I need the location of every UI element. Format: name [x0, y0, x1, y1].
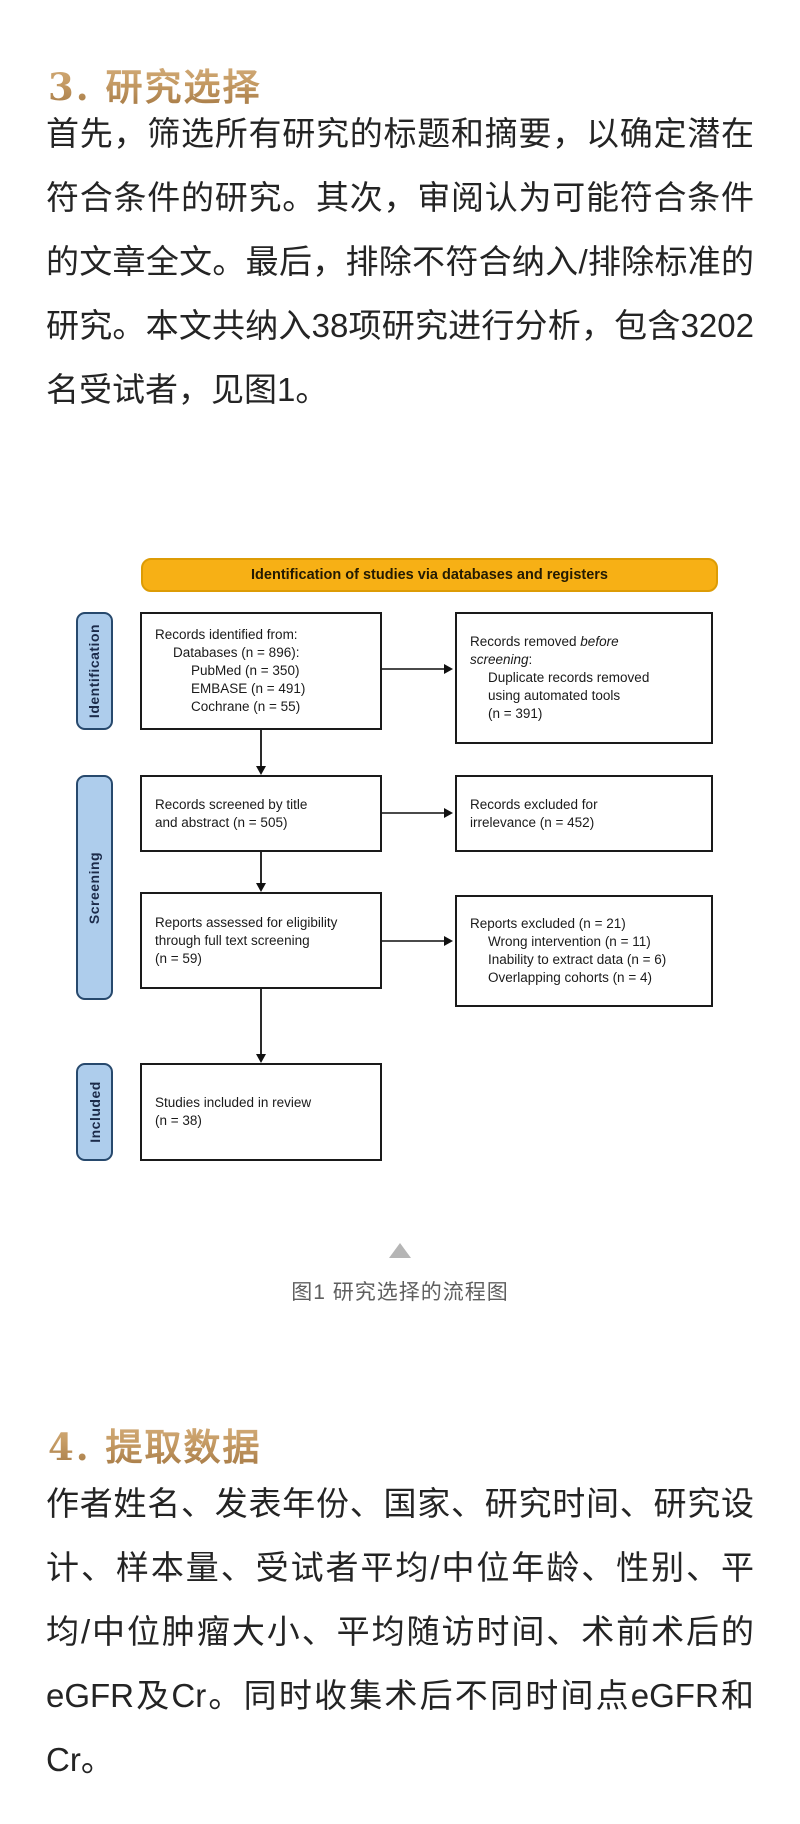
- arrow-down-1-icon: [256, 730, 266, 775]
- box-line: Overlapping cohorts (n = 4): [488, 970, 652, 985]
- box-line: Records identified from:: [155, 627, 298, 642]
- arrow-right-row2-icon: [382, 808, 453, 818]
- box-line: through full text screening: [155, 932, 310, 948]
- box-line-italic: screening: [470, 652, 529, 667]
- box-line: Records excluded for: [470, 796, 598, 812]
- box-line: screening:: [470, 651, 703, 669]
- box-records-screened: Records screened by title and abstract (…: [140, 775, 382, 852]
- stage-label-identification-text: Identification: [86, 623, 103, 719]
- box-line: Cochrane (n = 55): [191, 699, 301, 714]
- stage-label-screening-text: Screening: [86, 851, 103, 924]
- box-records-removed: Records removed before screening: Duplic…: [455, 612, 713, 744]
- box-line-text: :: [528, 652, 533, 667]
- box-line: (n = 391): [488, 706, 543, 721]
- box-line-italic: before: [580, 634, 619, 649]
- box-line: (n = 38): [155, 1113, 202, 1128]
- box-line: PubMed (n = 350): [191, 663, 300, 678]
- box-line: Records removed before: [470, 633, 703, 651]
- triangle-up-icon: [389, 1243, 411, 1258]
- box-line: Records screened by title: [155, 796, 308, 812]
- box-line: irrelevance (n = 452): [470, 814, 595, 830]
- box-line: (n = 59): [155, 950, 202, 966]
- box-line: Wrong intervention (n = 11): [488, 934, 651, 949]
- section-4-heading: 4. 提取数据: [48, 1417, 262, 1471]
- stage-label-screening: Screening: [76, 775, 113, 1000]
- arrow-right-row3-icon: [382, 936, 453, 946]
- box-studies-included: Studies included in review (n = 38): [140, 1063, 382, 1161]
- box-line-text: Records removed: [470, 634, 581, 649]
- box-line: Inability to extract data (n = 6): [488, 952, 667, 967]
- box-line: Duplicate records removed: [488, 670, 650, 685]
- stage-label-identification: Identification: [76, 612, 113, 730]
- box-line: using automated tools: [488, 688, 621, 703]
- figure-caption: 图1 研究选择的流程图: [291, 1281, 509, 1304]
- box-line: and abstract (n = 505): [155, 814, 288, 830]
- section-4-paragraph: 作者姓名、发表年份、国家、研究时间、研究设计、样本量、受试者平均/中位年龄、性别…: [46, 1485, 754, 1778]
- box-line: Databases (n = 896):: [173, 645, 300, 660]
- box-records-excluded: Records excluded for irrelevance (n = 45…: [455, 775, 713, 852]
- arrow-right-row1-icon: [382, 664, 453, 674]
- box-reports-assessed: Reports assessed for eligibility through…: [140, 892, 382, 989]
- arrow-down-2-icon: [256, 852, 266, 892]
- box-reports-excluded: Reports excluded (n = 21) Wrong interven…: [455, 895, 713, 1007]
- box-line: Studies included in review: [155, 1095, 312, 1110]
- box-line: Reports assessed for eligibility: [155, 914, 338, 930]
- stage-label-included: Included: [76, 1063, 113, 1161]
- section-3-paragraph: 首先，筛选所有研究的标题和摘要，以确定潜在符合条件的研究。其次，审阅认为可能符合…: [46, 115, 754, 408]
- box-line: EMBASE (n = 491): [191, 681, 306, 696]
- section-3-heading: 3. 研究选择: [48, 57, 262, 111]
- diagram-banner: Identification of studies via databases …: [141, 558, 718, 592]
- stage-label-included-text: Included: [86, 1081, 103, 1143]
- arrow-down-3-icon: [256, 989, 266, 1063]
- box-line: Reports excluded (n = 21): [470, 916, 626, 931]
- box-records-identified: Records identified from: Databases (n = …: [140, 612, 382, 730]
